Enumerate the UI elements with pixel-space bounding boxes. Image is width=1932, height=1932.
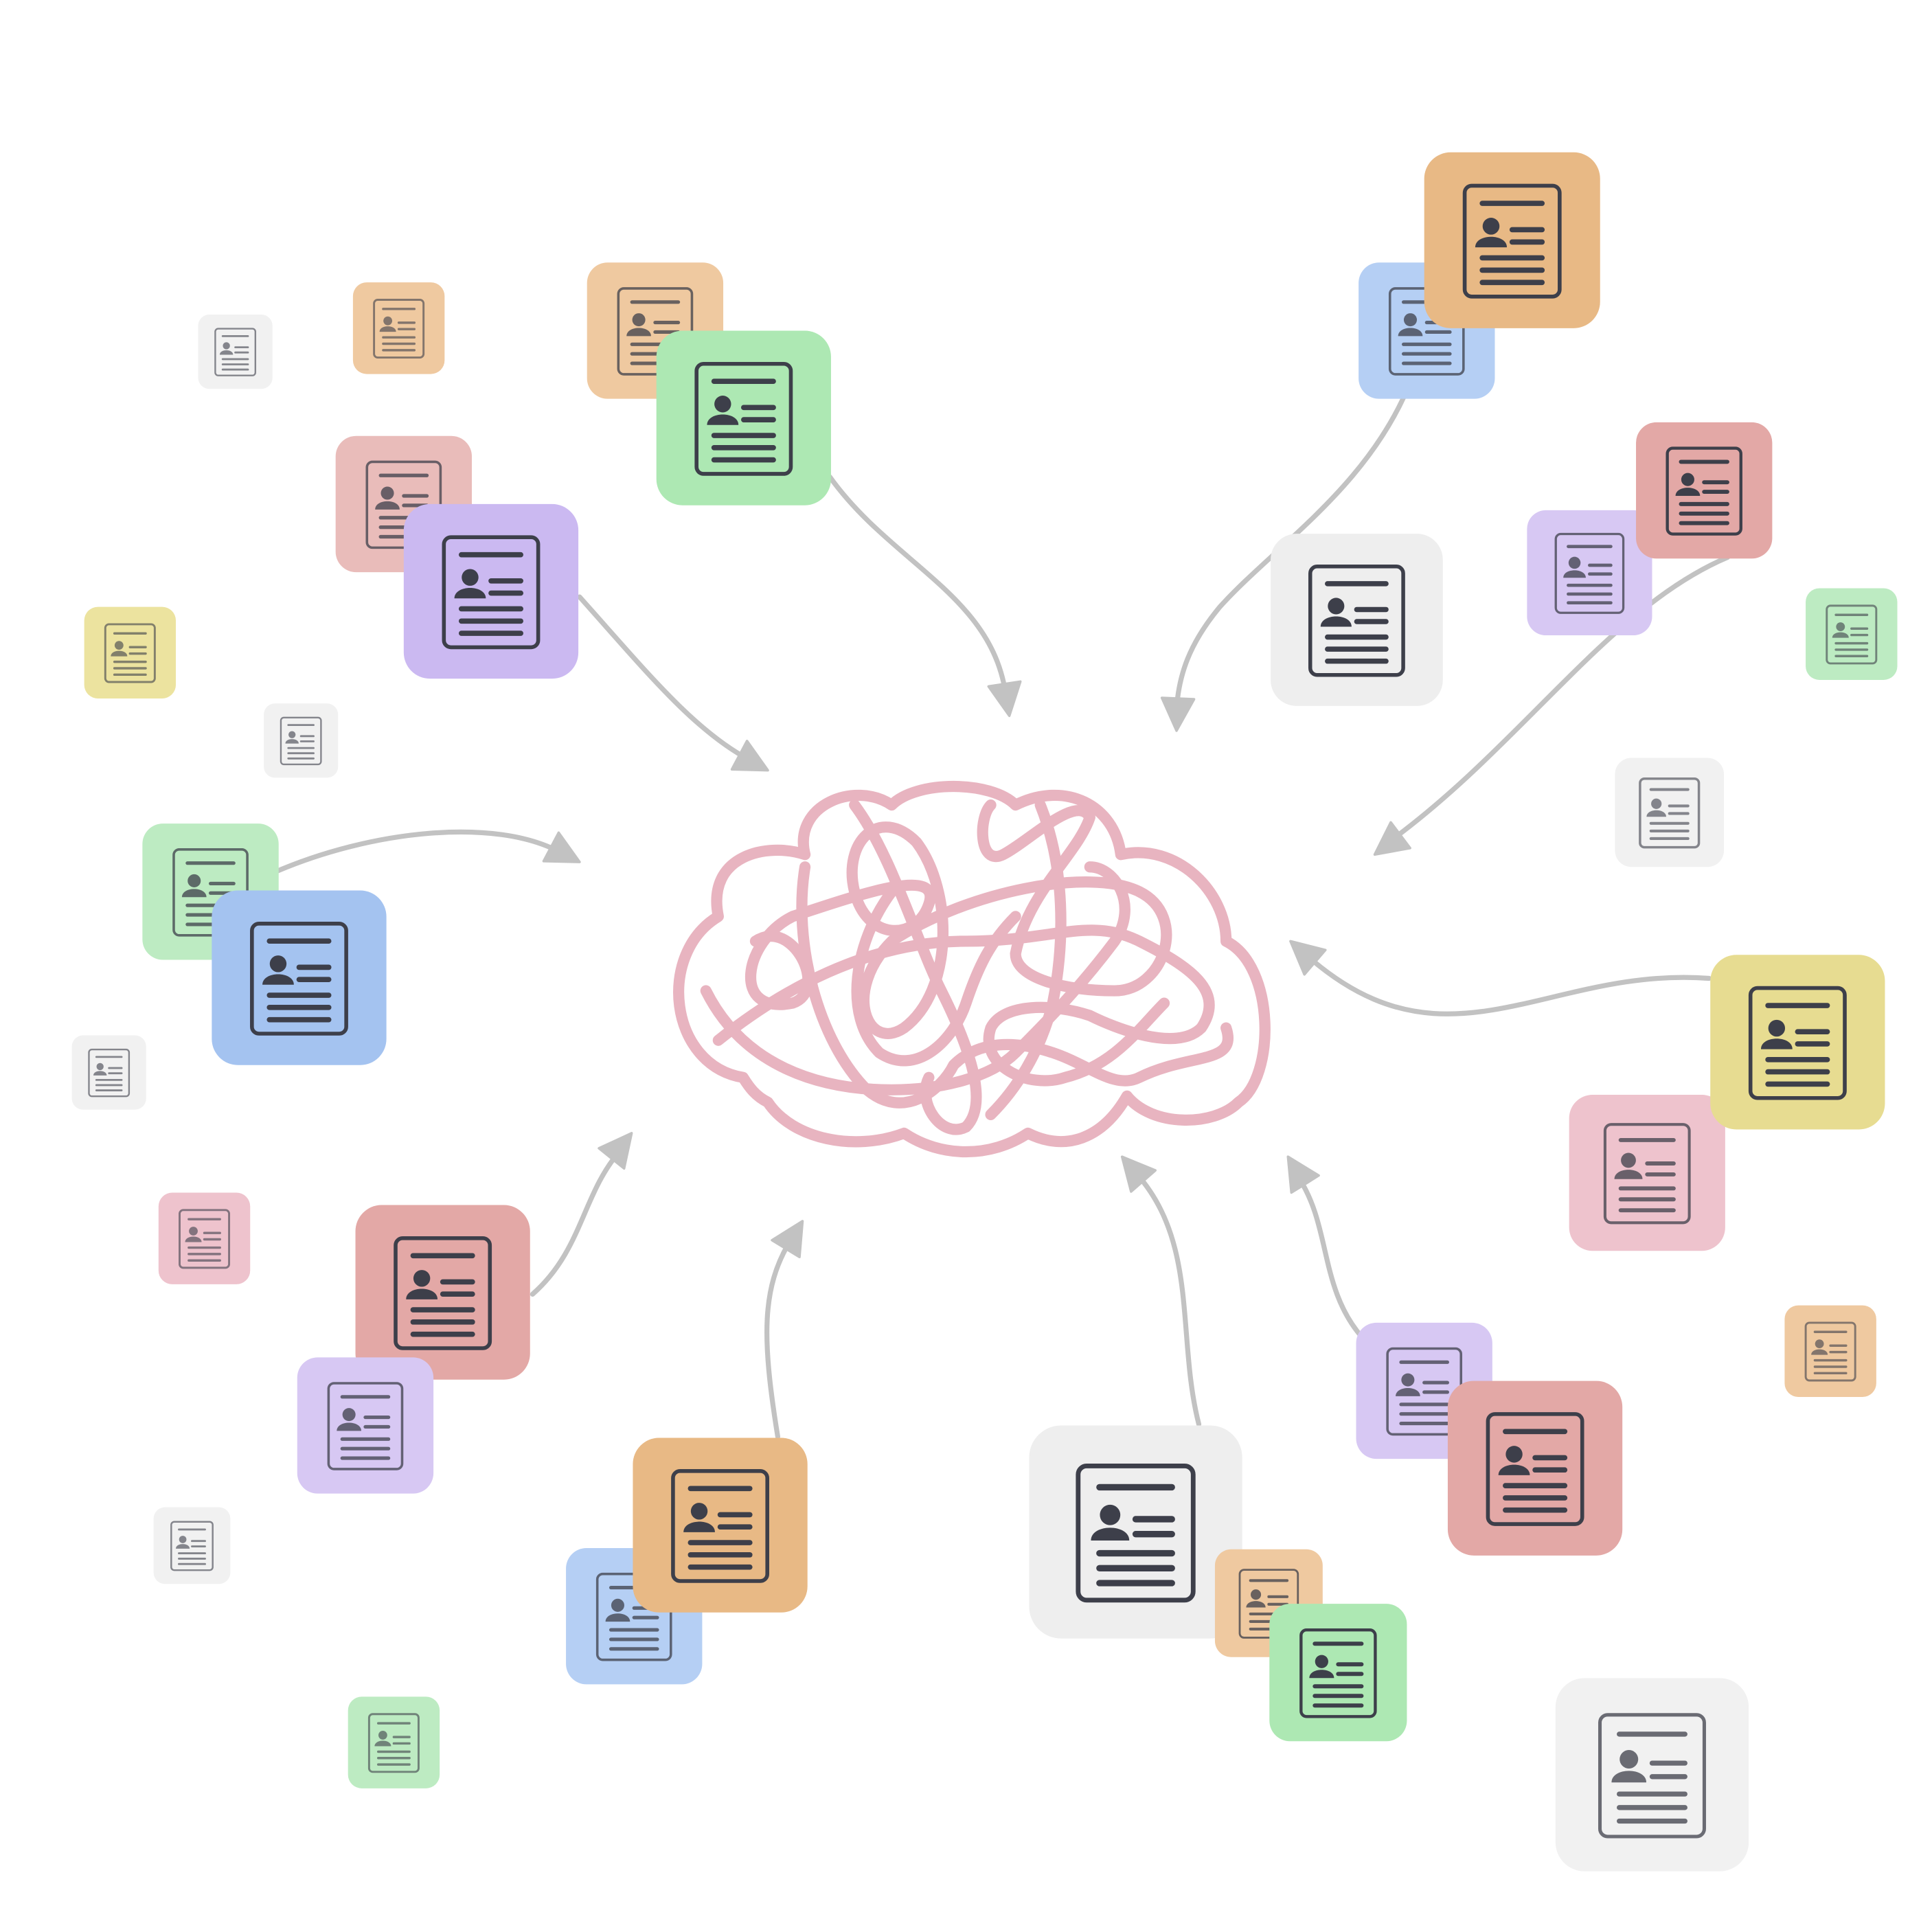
- document-tile: [348, 1696, 440, 1788]
- contact-document-icon: [1748, 986, 1847, 1100]
- contact-document-icon: [170, 1521, 214, 1571]
- arrow: [827, 474, 1022, 718]
- contact-document-icon: [1826, 604, 1878, 665]
- document-tile: [1784, 1305, 1876, 1398]
- arrow: [1373, 554, 1731, 856]
- contact-document-icon: [1462, 183, 1562, 299]
- contact-document-icon: [1486, 1412, 1584, 1526]
- contact-document-icon: [373, 299, 425, 359]
- document-tile: [1569, 1095, 1725, 1251]
- brain-stroke: [985, 799, 1067, 1120]
- contact-document-icon: [1804, 1321, 1856, 1382]
- contact-document-icon: [1386, 1347, 1463, 1436]
- arrow: [1286, 1155, 1365, 1341]
- document-tile: [297, 1357, 434, 1494]
- document-tile: [1615, 758, 1725, 867]
- contact-document-icon: [214, 328, 257, 376]
- arrowhead-icon: [771, 1220, 804, 1258]
- brain-stroke: [849, 799, 982, 1135]
- brain-stroke: [673, 781, 1271, 1157]
- brain-stroke: [851, 886, 1021, 1067]
- document-tile: [198, 315, 273, 389]
- contact-document-icon: [1603, 1123, 1691, 1225]
- contact-document-icon: [280, 716, 322, 766]
- contact-document-icon: [88, 1048, 130, 1098]
- arrows-layer: [270, 369, 1731, 1440]
- arrowhead-icon: [730, 740, 769, 772]
- document-tile: [1447, 1380, 1623, 1556]
- document-tile: [1527, 510, 1652, 636]
- contact-document-icon: [1299, 1628, 1377, 1718]
- document-tile: [403, 503, 579, 679]
- arrowhead-icon: [598, 1132, 633, 1170]
- arrowhead-icon: [1286, 1155, 1320, 1194]
- arrow: [270, 829, 581, 876]
- contact-document-icon: [1308, 565, 1405, 677]
- contact-document-icon: [367, 1713, 420, 1773]
- document-tile: [355, 1205, 530, 1380]
- arrowhead-icon: [1120, 1155, 1157, 1193]
- contact-document-icon: [1666, 446, 1742, 536]
- contact-document-icon: [1076, 1464, 1196, 1603]
- document-tile: [352, 282, 445, 374]
- arrowhead-icon: [987, 680, 1022, 718]
- arrowhead-icon: [1160, 696, 1196, 732]
- document-tile: [1806, 588, 1898, 680]
- arrowhead-icon: [1289, 940, 1327, 976]
- document-tile: [1029, 1425, 1242, 1639]
- contact-document-icon: [671, 1469, 770, 1583]
- contact-document-icon: [179, 1209, 231, 1269]
- arrow: [764, 1220, 804, 1440]
- tiles-layer: [71, 152, 1898, 1872]
- document-tile: [1555, 1678, 1749, 1872]
- document-tile: [264, 703, 339, 778]
- document-tile: [1271, 534, 1443, 706]
- brain-stroke: [796, 861, 1234, 1109]
- contact-document-icon: [327, 1382, 404, 1470]
- arrowhead-icon: [1373, 821, 1411, 856]
- arrow: [530, 1132, 633, 1297]
- contact-document-icon: [694, 361, 793, 476]
- document-tile: [71, 1035, 146, 1110]
- arrow: [1160, 369, 1417, 732]
- contact-document-icon: [104, 623, 156, 683]
- brain-stroke: [712, 924, 1215, 1087]
- arrow: [1120, 1155, 1202, 1427]
- document-tile: [1269, 1604, 1407, 1742]
- document-tile: [1424, 152, 1600, 328]
- brain-stroke: [700, 861, 1130, 1095]
- brain-stroke: [745, 799, 1172, 1039]
- arrowhead-icon: [542, 831, 581, 863]
- contact-document-icon: [250, 922, 348, 1036]
- document-tile: [212, 890, 387, 1065]
- document-tile: [158, 1192, 251, 1284]
- contact-document-icon: [442, 535, 541, 650]
- document-tile: [656, 330, 831, 505]
- contact-document-icon: [1554, 532, 1625, 614]
- contact-document-icon: [1639, 777, 1701, 849]
- document-tile: [1636, 422, 1773, 559]
- brain-icon: [673, 781, 1271, 1157]
- document-tile: [153, 1507, 231, 1584]
- document-tile: [84, 606, 177, 699]
- document-tile: [1710, 955, 1885, 1130]
- contact-document-icon: [1598, 1713, 1706, 1839]
- document-tile: [633, 1437, 808, 1613]
- contact-document-icon: [394, 1236, 492, 1350]
- arrow: [577, 594, 769, 772]
- arrow: [1289, 940, 1712, 1016]
